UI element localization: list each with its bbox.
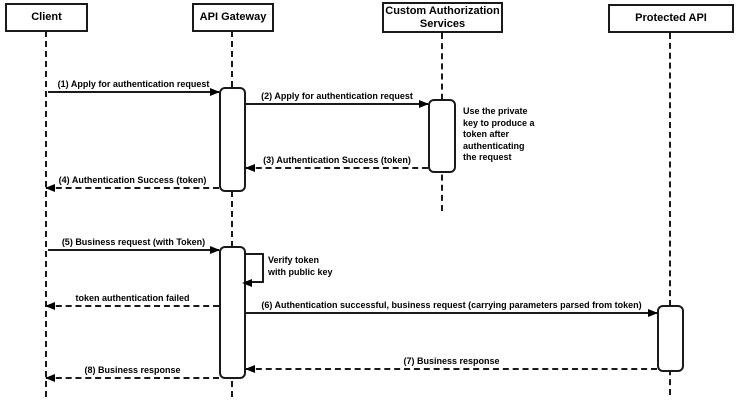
message-6: (6) Authentication successful, business … (246, 299, 658, 317)
message-5: (5) Business request (with Token) (48, 236, 220, 254)
arrowhead-left-icon (45, 302, 55, 310)
message-2: (2) Apply for authentication request (246, 90, 429, 108)
arrowhead-left-icon (45, 184, 55, 192)
message-2-line (246, 103, 428, 105)
activation-api-gateway-auth (219, 87, 246, 192)
arrowhead-right-icon (419, 100, 429, 108)
message-token-auth-failed-line (46, 305, 219, 307)
actor-api-gateway: API Gateway (192, 3, 274, 32)
message-3: (3) Authentication Success (token) (245, 154, 428, 172)
message-1-label: (1) Apply for authentication request (57, 79, 210, 89)
message-4: (4) Authentication Success (token) (45, 174, 219, 192)
actor-custom-authorization-services-label: Custom Authorization Services (385, 4, 500, 30)
actor-protected-api: Protected API (608, 4, 734, 33)
arrowhead-right-icon (210, 246, 220, 254)
message-7-line (246, 368, 657, 370)
message-6-line (246, 312, 657, 314)
activation-protected-api (657, 305, 684, 372)
note-private-key: Use the private key to produce a token a… (463, 106, 535, 162)
message-token-auth-failed-label: token authentication failed (75, 293, 190, 303)
actor-client-label: Client (31, 11, 62, 23)
actor-api-gateway-label: API Gateway (199, 11, 267, 23)
actor-protected-api-label: Protected API (635, 12, 707, 24)
message-1: (1) Apply for authentication request (48, 78, 220, 96)
lifeline-protected-api (669, 33, 671, 395)
arrowhead-right-icon (210, 88, 220, 96)
self-message-verify-token (242, 253, 264, 287)
message-7-label: (7) Business response (403, 356, 500, 366)
message-3-label: (3) Authentication Success (token) (263, 155, 411, 165)
message-5-label: (5) Business request (with Token) (61, 237, 206, 247)
message-5-line (48, 249, 219, 251)
message-6-label: (6) Authentication successful, business … (261, 300, 642, 310)
activation-api-gateway-business (219, 246, 246, 379)
message-2-label: (2) Apply for authentication request (261, 91, 413, 101)
message-7: (7) Business response (245, 355, 657, 373)
activation-custom-authorization-services (428, 99, 456, 173)
message-8-label: (8) Business response (84, 365, 181, 375)
self-message-verify-token-label: Verify token with public key (268, 255, 333, 277)
message-8: (8) Business response (45, 364, 219, 382)
actor-client: Client (5, 3, 88, 32)
arrowhead-left-icon (245, 164, 255, 172)
arrowhead-left-icon (45, 374, 55, 382)
message-8-line (46, 377, 219, 379)
lifeline-api-gateway (231, 31, 233, 397)
message-4-line (46, 187, 219, 189)
message-3-line (246, 167, 428, 169)
arrowhead-right-icon (648, 309, 658, 317)
lifeline-client (45, 31, 47, 397)
arrowhead-left-icon (242, 279, 252, 287)
actor-custom-authorization-services: Custom Authorization Services (382, 2, 503, 33)
message-4-label: (4) Authentication Success (token) (58, 175, 207, 185)
arrowhead-left-icon (245, 365, 255, 373)
message-token-auth-failed: token authentication failed (45, 292, 219, 310)
message-1-line (48, 91, 219, 93)
